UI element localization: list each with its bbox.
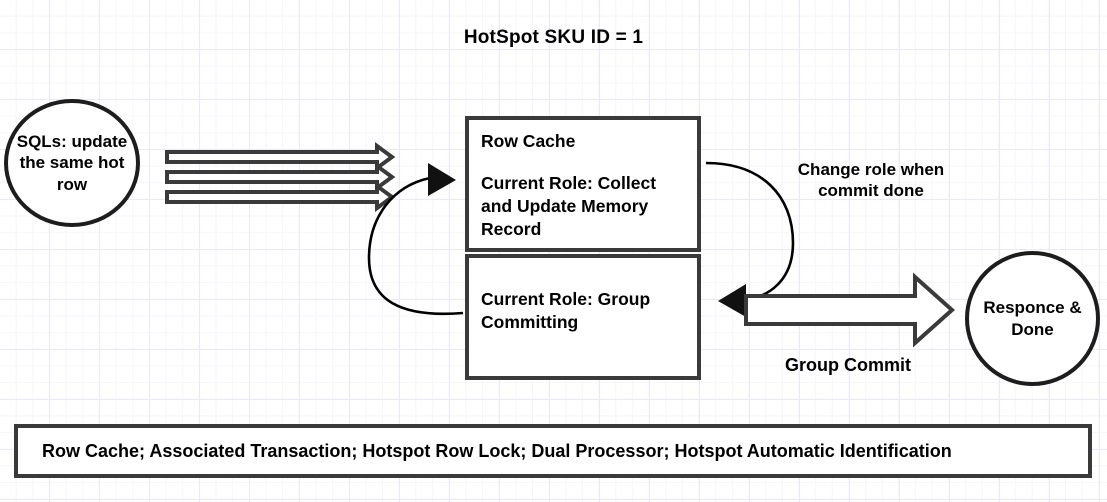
result-circle-label: Responce & Done [983, 298, 1082, 339]
sql-block-arrow-3 [165, 182, 396, 212]
current-role-group-label: Current Role: Group Committing [481, 289, 651, 333]
row-cache-lower-box: Current Role: Group Committing [465, 254, 701, 380]
group-commit-edge-label: Group Commit [785, 355, 911, 375]
feature-banner-label: Row Cache; Associated Transaction; Hotsp… [42, 440, 952, 461]
sql-block-arrow-1 [165, 142, 396, 172]
role-change-back-arrow [367, 163, 464, 316]
group-commit-block-arrow [744, 272, 956, 348]
result-circle-node: Responce & Done [965, 251, 1100, 386]
row-cache-header: Row Cache [481, 131, 576, 151]
source-circle-label: SQLs: update the same hot row [16, 131, 128, 194]
page-title: HotSpot SKU ID = 1 [463, 27, 644, 48]
change-role-edge-label: Change role when commit done [797, 160, 945, 200]
feature-banner: Row Cache; Associated Transaction; Hotsp… [14, 424, 1092, 478]
current-role-collect-label: Current Role: Collect and Update Memory … [481, 173, 657, 240]
source-circle-node: SQLs: update the same hot row [4, 99, 140, 227]
sql-block-arrow-2 [165, 162, 396, 192]
row-cache-upper-box: Row Cache Current Role: Collect and Upda… [465, 116, 701, 252]
